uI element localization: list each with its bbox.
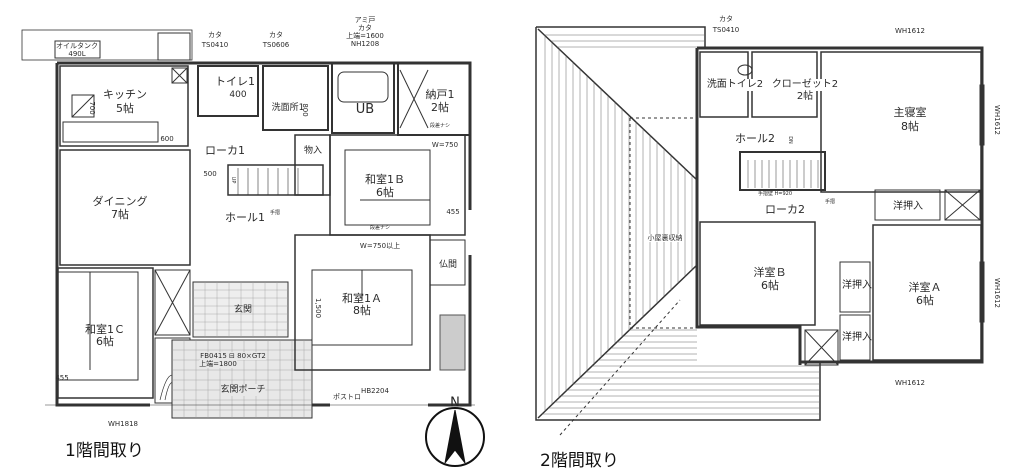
note-ts0606: TS0606	[262, 41, 290, 49]
room-dining-size: 7帖	[111, 208, 129, 221]
postbox-label: ポストロ	[333, 393, 361, 401]
room-storage1: 納戸1	[425, 88, 455, 101]
room-washitsu-1a: 和室1Ａ	[342, 292, 382, 305]
compass-north-label: N	[450, 395, 460, 411]
oil-tank-label: オイルタンク	[56, 42, 98, 50]
room-closet: 物入	[303, 146, 323, 156]
attic-storage: 小屋裏収納	[647, 234, 683, 242]
room-washitsu-1c: 和室1Ｃ	[85, 323, 125, 336]
room-western-a-size: 6帖	[916, 294, 934, 307]
note2-handrail: 手摺	[824, 199, 836, 205]
dim-600: 600	[160, 135, 174, 143]
note2-wh-right2: WH1612	[993, 278, 1001, 308]
note-nh1208: NH1208	[350, 40, 380, 48]
room-master-bedroom-size: 8帖	[901, 120, 919, 133]
note2-ts0410: TS0410	[712, 26, 740, 34]
stairs-down-label: DN	[787, 136, 793, 144]
room-closet2-size: 2帖	[796, 91, 814, 102]
note-wh1818: WH1818	[108, 420, 138, 428]
note-upper-1600: 上端=1600	[346, 32, 384, 40]
dim-1500: 1,500	[314, 297, 322, 319]
hall1: ホール1	[225, 211, 265, 224]
corridor1: ローカ1	[205, 144, 245, 157]
room-master-bedroom: 主寝室	[893, 106, 927, 119]
note-door-spec: FB0415 ⊟ 80×GT2	[200, 352, 266, 360]
note-ts0410: TS0410	[201, 41, 229, 49]
dim-500: 500	[203, 170, 217, 178]
room-western-b-size: 6帖	[761, 279, 779, 292]
room-storage1-size: 2帖	[431, 101, 449, 114]
dim-455-right: 455	[446, 208, 460, 216]
oil-tank-capacity: 490L	[68, 50, 86, 58]
room-genkan: 玄関	[233, 305, 253, 315]
note-kata1: カタ	[208, 31, 222, 39]
note-hb2204: HB2204	[361, 387, 389, 395]
room-washroom1: 洗面所1	[271, 103, 305, 113]
room-washitsu-1c-size: 6帖	[96, 335, 114, 348]
room-ub: UB	[355, 102, 375, 117]
room-porch: 玄関ポーチ	[220, 384, 266, 396]
dim-455-left: 455	[55, 374, 69, 382]
note2-kata: カタ	[719, 15, 733, 23]
north-arrow-icon	[425, 407, 485, 467]
dim-800: 800	[301, 103, 309, 117]
room-closet-a: 洋押入	[842, 332, 872, 343]
room-western-b: 洋室Ｂ	[753, 266, 787, 279]
note-no-step2: 段差ナシ	[369, 225, 391, 231]
room-washitsu-1b-size: 6帖	[376, 186, 394, 199]
room-toilet1: トイレ1	[215, 75, 255, 88]
room-washitsu-1b: 和室1Ｂ	[365, 173, 405, 186]
note-w750-up: W=750以上	[359, 242, 401, 250]
room-dining: ダイニング	[92, 195, 148, 208]
room-western-a: 洋室Ａ	[908, 281, 942, 294]
floor1-title: 1階間取り	[65, 441, 144, 461]
room-butsuma: 仏間	[438, 260, 458, 270]
note-door-upper: 上端=1800	[199, 360, 237, 368]
floor2-plan	[535, 26, 985, 436]
dim-400: 400	[229, 90, 247, 100]
note-kata3: カタ	[358, 24, 372, 32]
note2-wh-bottom: WH1612	[895, 379, 925, 387]
room-kitchen-size: 5帖	[116, 102, 134, 115]
corridor2: ローカ2	[765, 203, 805, 216]
note2-wh-right1: WH1612	[993, 105, 1001, 135]
stairs-up-label: UP	[230, 176, 236, 184]
room-closet2: クローゼット2	[771, 79, 839, 91]
note-w750: W=750	[431, 141, 459, 149]
room-kitchen: キッチン	[103, 88, 147, 101]
room-washitsu-1a-size: 8帖	[353, 304, 371, 317]
note-kata2: カタ	[269, 31, 283, 39]
floor1-plan	[21, 29, 475, 419]
note-handrail: 手摺	[269, 210, 281, 216]
note-no-step1: 段差ナシ	[429, 123, 451, 129]
note2-handrail-wall: 手摺壁 H=920	[757, 191, 793, 197]
note2-wh-top: WH1612	[895, 27, 925, 35]
note-amido: アミ戸	[354, 16, 376, 24]
hall2: ホール2	[735, 132, 775, 145]
room-closet-b: 洋押入	[842, 280, 872, 291]
room-washtoilet2: 洗面トイレ2	[706, 79, 764, 91]
floor2-title: 2階間取り	[540, 451, 619, 471]
room-closet-master: 洋押入	[893, 201, 923, 212]
dim-700: 700	[88, 101, 96, 115]
